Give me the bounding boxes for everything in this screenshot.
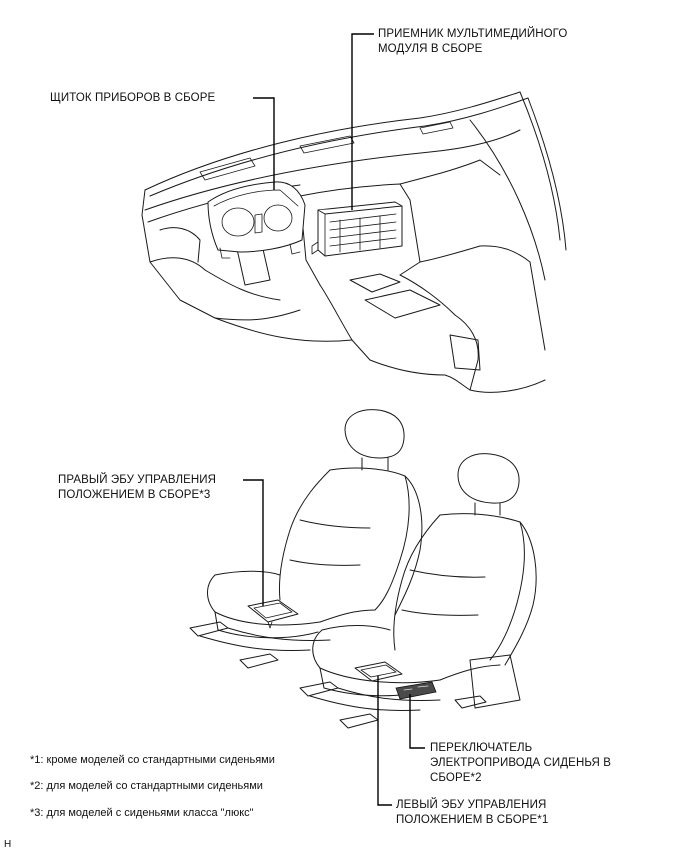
seat-switch-part — [395, 681, 437, 700]
seat-switch-label: ПЕРЕКЛЮЧАТЕЛЬ ЭЛЕКТРОПРИВОДА СИДЕНЬЯ В С… — [430, 741, 611, 786]
right-ecu-label: ПРАВЫЙ ЭБУ УПРАВЛЕНИЯ ПОЛОЖЕНИЕМ В СБОРЕ… — [58, 473, 216, 503]
left-ecu-part — [354, 661, 403, 682]
multimedia-receiver-label: ПРИЕМНИК МУЛЬТИМЕДИЙНОГО МОДУЛЯ В СБОРЕ — [378, 27, 567, 57]
instrument-cluster-part — [207, 181, 306, 259]
footnote-2: *2: для моделей со стандартными сиденьям… — [30, 780, 263, 792]
right-ecu-part — [247, 599, 299, 629]
seats-drawing — [189, 409, 537, 729]
leader-multimedia — [351, 33, 374, 210]
footnote-1: *1: кроме моделей со стандартными сидень… — [30, 754, 275, 766]
multimedia-receiver-part — [311, 201, 403, 257]
footnote-3: *3: для моделей с сиденьями класса "люкс… — [30, 807, 254, 819]
seat-switch-label-line1: ПЕРЕКЛЮЧАТЕЛЬ — [430, 742, 533, 754]
leader-left-ecu — [377, 676, 392, 806]
left-ecu-label: ЛЕВЫЙ ЭБУ УПРАВЛЕНИЯ ПОЛОЖЕНИЕМ В СБОРЕ*… — [396, 798, 548, 828]
right-ecu-label-line2: ПОЛОЖЕНИЕМ В СБОРЕ*3 — [58, 489, 211, 501]
right-ecu-label-line1: ПРАВЫЙ ЭБУ УПРАВЛЕНИЯ — [58, 474, 217, 486]
leader-cluster — [253, 97, 275, 190]
seat-switch-label-line2: ЭЛЕКТРОПРИВОДА СИДЕНЬЯ В — [430, 757, 611, 769]
dashboard-drawing — [141, 91, 567, 393]
instrument-cluster-label: ЩИТОК ПРИБОРОВ В СБОРЕ — [50, 92, 216, 104]
leader-lines — [243, 33, 425, 806]
multimedia-receiver-label-line1: ПРИЕМНИК МУЛЬТИМЕДИЙНОГО — [378, 28, 568, 40]
leader-seat-switch — [409, 694, 425, 749]
leader-right-ecu — [243, 479, 264, 606]
multimedia-receiver-label-line2: МОДУЛЯ В СБОРЕ — [378, 43, 483, 55]
left-ecu-label-line2: ПОЛОЖЕНИЕМ В СБОРЕ*1 — [396, 814, 549, 826]
corner-mark: H — [4, 839, 12, 850]
seat-switch-label-line3: СБОРЕ*2 — [430, 772, 482, 784]
left-ecu-label-line1: ЛЕВЫЙ ЭБУ УПРАВЛЕНИЯ — [396, 799, 547, 811]
